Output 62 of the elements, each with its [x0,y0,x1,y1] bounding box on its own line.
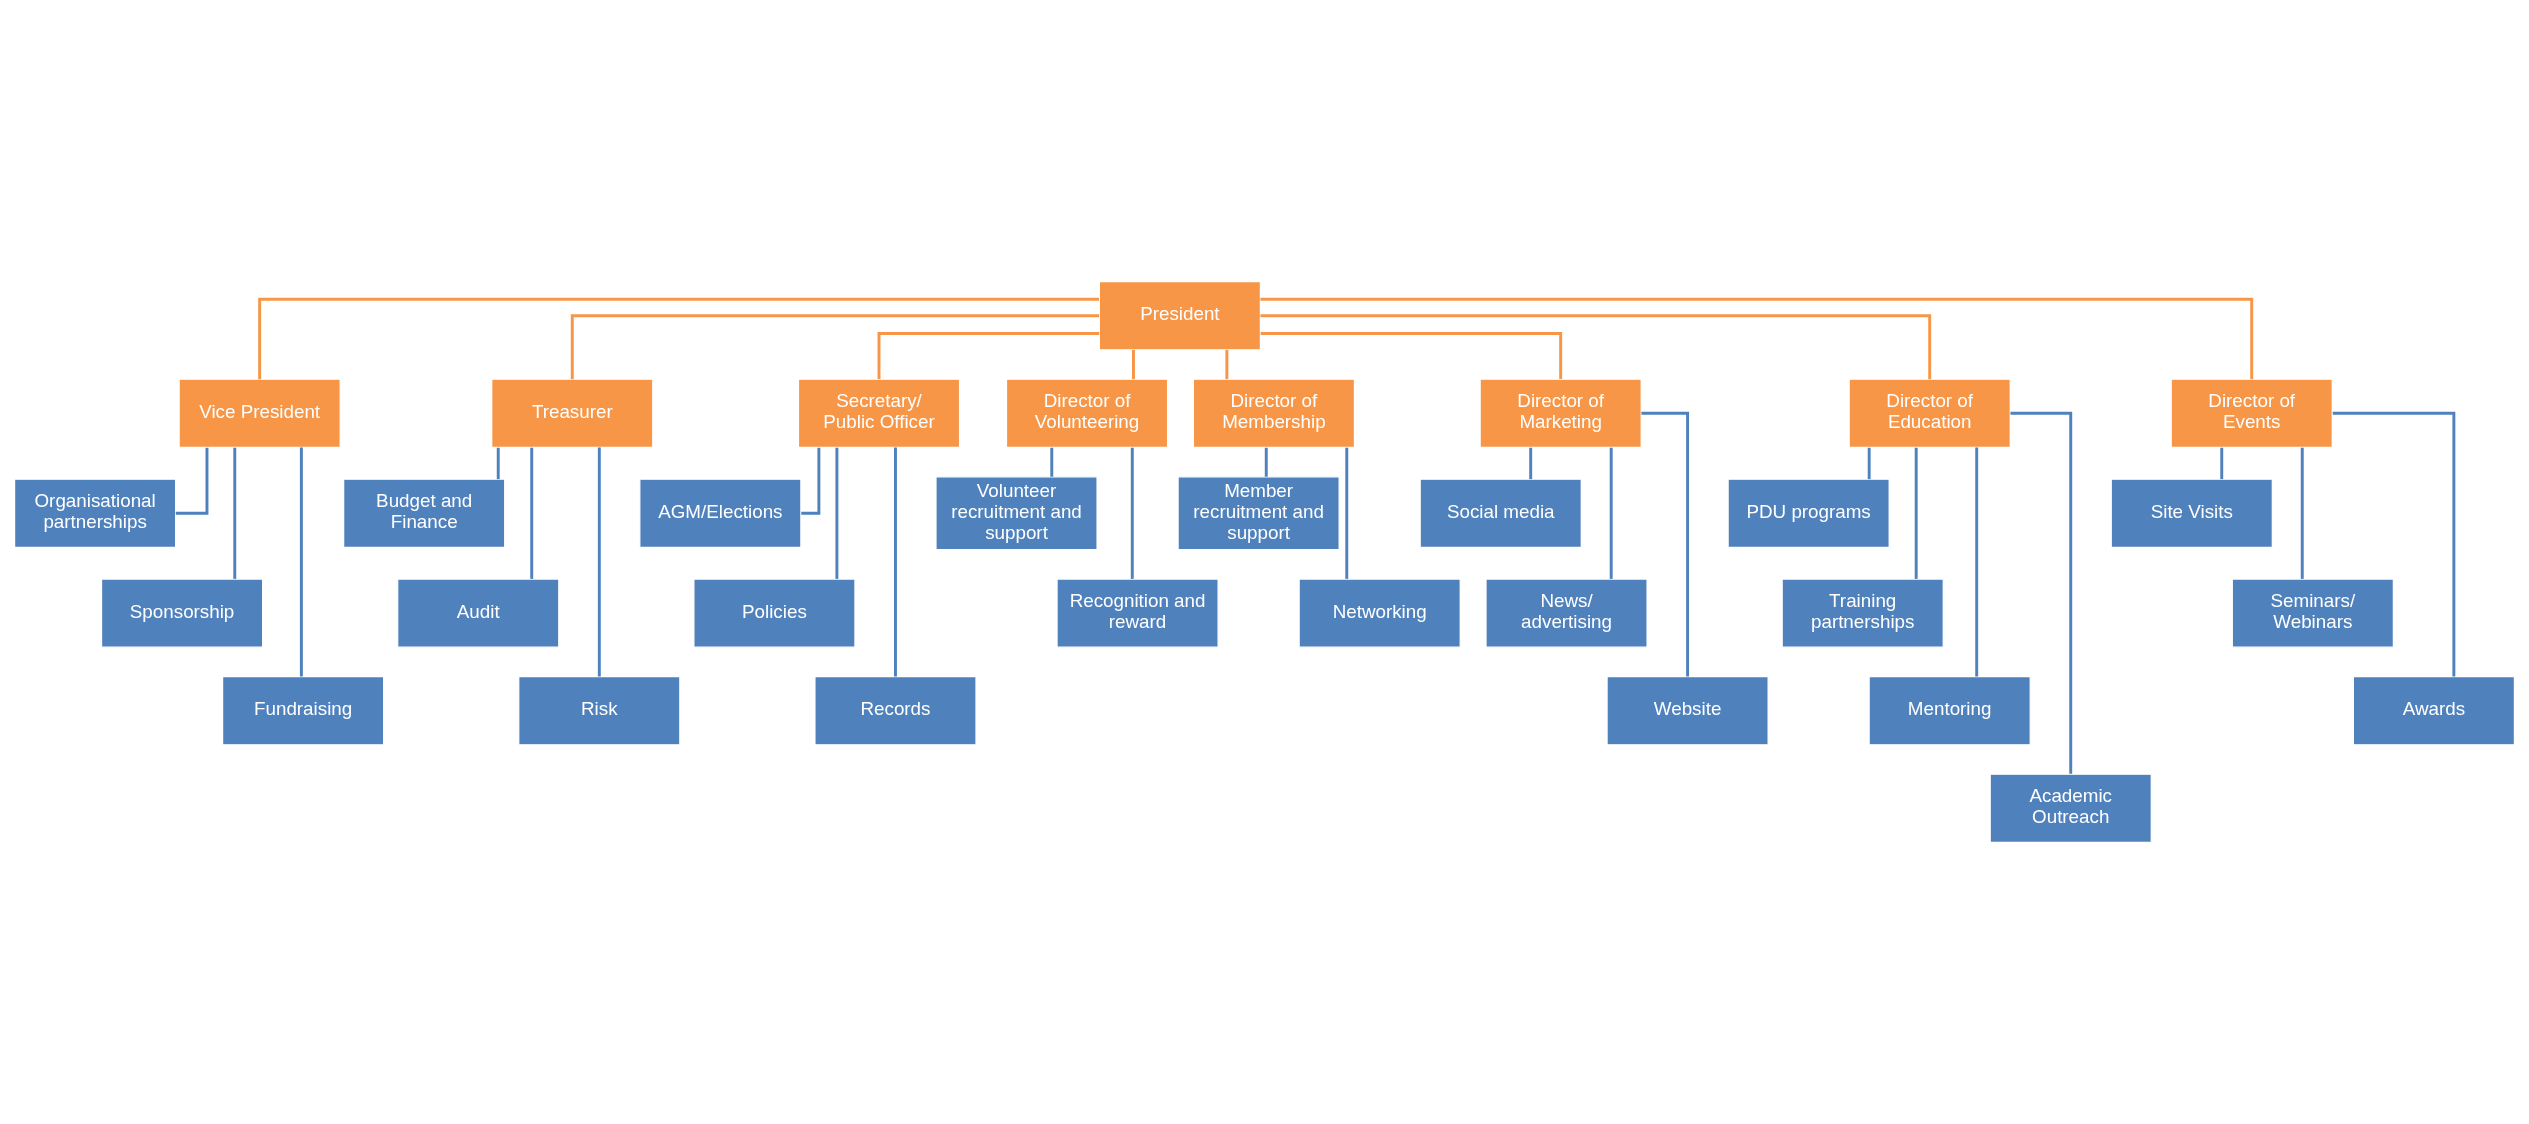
connector [496,447,500,480]
node-box: Policies [693,578,856,648]
node-box: Director of Volunteering [1005,378,1169,448]
node-box: News/ advertising [1485,578,1648,648]
node-box: Site Visits [2110,478,2273,548]
connector [801,447,821,515]
connector [1132,349,1135,380]
connector [835,447,839,579]
connector [233,447,237,579]
connector [299,447,303,677]
node-box: Academic Outreach [1989,773,2152,843]
node-box: Website [1606,676,1769,746]
connector [1050,447,1054,477]
node-box: Sponsorship [101,578,264,648]
node-box: Organisational partnerships [14,478,177,548]
connector [2332,411,2456,677]
node-box: Vice President [178,378,341,448]
node-box: Volunteer recruitment and support [935,476,1098,551]
node-box: Director of Membership [1192,378,1355,448]
connector [1345,447,1349,579]
connector [1641,411,1690,677]
connector [530,447,534,579]
connector [258,297,1099,380]
node-box: Risk [518,676,681,746]
connector [2220,447,2224,480]
node-box: Treasurer [491,378,654,448]
connector [1264,447,1268,477]
node-box: President [1098,281,1261,351]
connector [1867,447,1871,480]
node-box: Member recruitment and support [1177,476,1340,551]
node-box: Training partnerships [1781,578,1944,648]
node-box: Seminars/ Webinars [2231,578,2394,648]
connector [1975,447,1979,677]
node-box: Director of Marketing [1479,378,1642,448]
node-box: AGM/Elections [639,478,802,548]
node-box: Director of Events [2170,378,2333,448]
node-box: Fundraising [222,676,385,746]
connector [597,447,601,677]
node-box: Audit [397,578,560,648]
connector [1260,331,1563,379]
node-box: Awards [2352,676,2515,746]
connector [1130,447,1134,579]
connector [894,447,897,677]
node-box: Recognition and reward [1056,578,1219,648]
node-box: Budget and Finance [343,478,506,548]
node-box: Director of Education [1848,378,2011,448]
connector [1260,297,2254,380]
connector [1225,349,1229,380]
node-box: Records [814,676,977,746]
connector [570,314,1100,380]
node-box: Networking [1298,578,1461,648]
connector [1609,447,1613,579]
connector [1529,447,1533,480]
connector [877,331,1100,379]
connector [2300,447,2304,579]
connector [2010,411,2073,774]
connector [1914,447,1918,579]
connector [1260,314,1932,380]
node-box: PDU programs [1727,478,1890,548]
node-box: Social media [1419,478,1582,548]
node-box: Secretary/ Public Officer [797,378,961,448]
node-box: Mentoring [1868,676,2031,746]
